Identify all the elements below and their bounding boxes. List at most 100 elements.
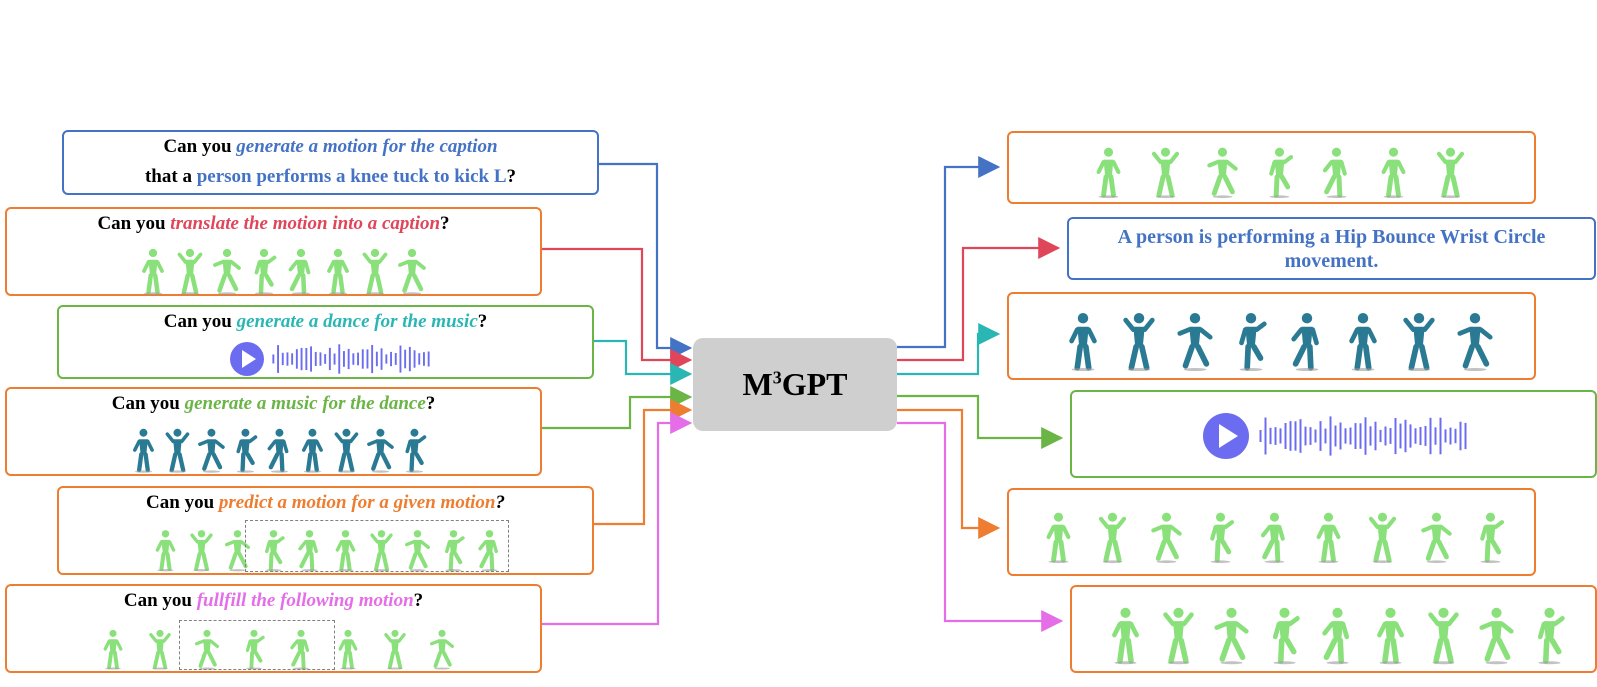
motion-figure-icon [1478, 607, 1514, 665]
waveform-bar [413, 350, 416, 368]
waveform-bar [1289, 421, 1292, 451]
motion-figure-icon [1213, 607, 1249, 665]
waveform-bar [404, 349, 407, 369]
play-icon [1203, 413, 1249, 459]
dancer-figure-icon [1349, 312, 1377, 372]
dancer-figure-icon [165, 428, 190, 473]
waveform-icon [272, 344, 430, 374]
pred-motion-sequence [147, 522, 507, 572]
waveform-bar [319, 352, 322, 366]
dancer-figure-icon [1403, 312, 1435, 372]
dancer-figure-icon [405, 428, 427, 473]
waveform-bar [291, 353, 294, 365]
motion-figure-icon [1046, 512, 1070, 564]
output-generated-music [1070, 390, 1597, 478]
waveform-bar [1379, 429, 1382, 443]
motion-figure-icon [1111, 607, 1139, 665]
waveform-bar [328, 347, 331, 371]
input-music-to-dance: Can you generate a dance for the music? [57, 305, 594, 379]
motion-figure-icon [1150, 512, 1182, 564]
waveform-bar [1294, 421, 1297, 451]
motion-figure-icon [1436, 147, 1464, 199]
m2t-motion-sequence [137, 243, 427, 295]
motion-figure-icon [141, 248, 164, 295]
dancer-figure-icon [1177, 312, 1213, 372]
waveform-bar [1394, 418, 1397, 455]
waveform-bar [343, 351, 345, 367]
motion-figure-icon [1206, 147, 1238, 199]
motion-figure-icon [189, 530, 213, 572]
waveform-bar [423, 352, 425, 366]
input-text-to-motion: Can you generate a motion for the captio… [62, 130, 599, 195]
waveform-bar [305, 348, 308, 370]
motion-figure-icon [1427, 607, 1459, 665]
dancer-figure-icon [367, 428, 394, 473]
waveform-bar [333, 353, 336, 365]
waveform-bar [1384, 426, 1387, 446]
inb-missing-region [179, 620, 335, 670]
waveform-bar [1439, 417, 1442, 455]
waveform-bar [399, 345, 402, 373]
dancer-figure-icon [267, 428, 288, 473]
waveform-bar [1449, 427, 1452, 445]
input-dance-to-music: Can you generate a music for the dance? [5, 387, 542, 476]
motion-figure-icon [1381, 147, 1405, 199]
pred-target-region [245, 520, 509, 572]
output-caption: A person is performing a Hip Bounce Wris… [1067, 217, 1596, 280]
waveform-bar [352, 353, 355, 365]
waveform-bar [314, 351, 317, 366]
waveform-bar [1274, 427, 1277, 445]
waveform-bar [371, 345, 374, 374]
motion-figure-icon [383, 629, 406, 670]
output-audio-clip [1202, 412, 1468, 460]
motion-figure-icon [1376, 607, 1404, 665]
waveform-bar [310, 346, 312, 372]
output-predicted-sequence [1039, 504, 1509, 564]
motion-figure-icon [297, 530, 318, 572]
motion-figure-icon [338, 629, 357, 670]
output-generated-motion [1007, 131, 1536, 204]
motion-figure-icon [404, 530, 430, 572]
output-motion-sequence [1089, 141, 1469, 199]
waveform-bar [1299, 419, 1302, 453]
waveform-bar [1444, 429, 1447, 443]
motion-figure-icon [444, 530, 465, 572]
pred-question: Can you predict a motion for a given mot… [146, 492, 505, 513]
arrow-t2m-in [598, 162, 693, 359]
output-inbetween-sequence [1102, 599, 1572, 665]
waveform-bar [418, 353, 421, 365]
arrow-inb-in [541, 412, 693, 626]
motion-figure-icon [1209, 512, 1234, 564]
arrow-d2a-out [897, 394, 1064, 449]
output-generated-dance [1007, 292, 1536, 380]
waveform-bar [394, 353, 397, 365]
dancer-figure-icon [302, 428, 324, 473]
waveform-bar [1399, 423, 1402, 449]
t2m-question-line2: that a person performs a knee tuck to ki… [144, 166, 517, 187]
waveform-bar [1269, 427, 1272, 445]
d2a-dance-sequence [129, 423, 429, 473]
waveform-bar [1344, 428, 1347, 444]
dancer-figure-icon [197, 428, 225, 473]
motion-figure-icon [1368, 512, 1396, 564]
waveform-bar [1304, 426, 1307, 446]
waveform-bar [427, 351, 430, 367]
arrow-d2a-in [541, 386, 693, 430]
motion-figure-icon [155, 530, 175, 572]
waveform-bar [357, 352, 359, 366]
waveform-bar [385, 354, 388, 364]
waveform-bar [1334, 425, 1337, 447]
a2d-audio-clip [229, 341, 431, 377]
waveform-bar [1369, 426, 1372, 446]
motion-figure-icon [326, 248, 349, 295]
motion-figure-icon [1420, 512, 1452, 564]
waveform-bar [366, 349, 369, 369]
output-predicted-motion [1007, 488, 1536, 576]
output-dance-sequence [1059, 304, 1499, 372]
motion-figure-icon [429, 629, 454, 670]
waveform-bar [1359, 423, 1362, 449]
waveform-bar [286, 352, 289, 366]
motion-figure-icon [288, 248, 310, 295]
motion-figure-icon [1321, 607, 1349, 665]
motion-figure-icon [245, 629, 265, 670]
